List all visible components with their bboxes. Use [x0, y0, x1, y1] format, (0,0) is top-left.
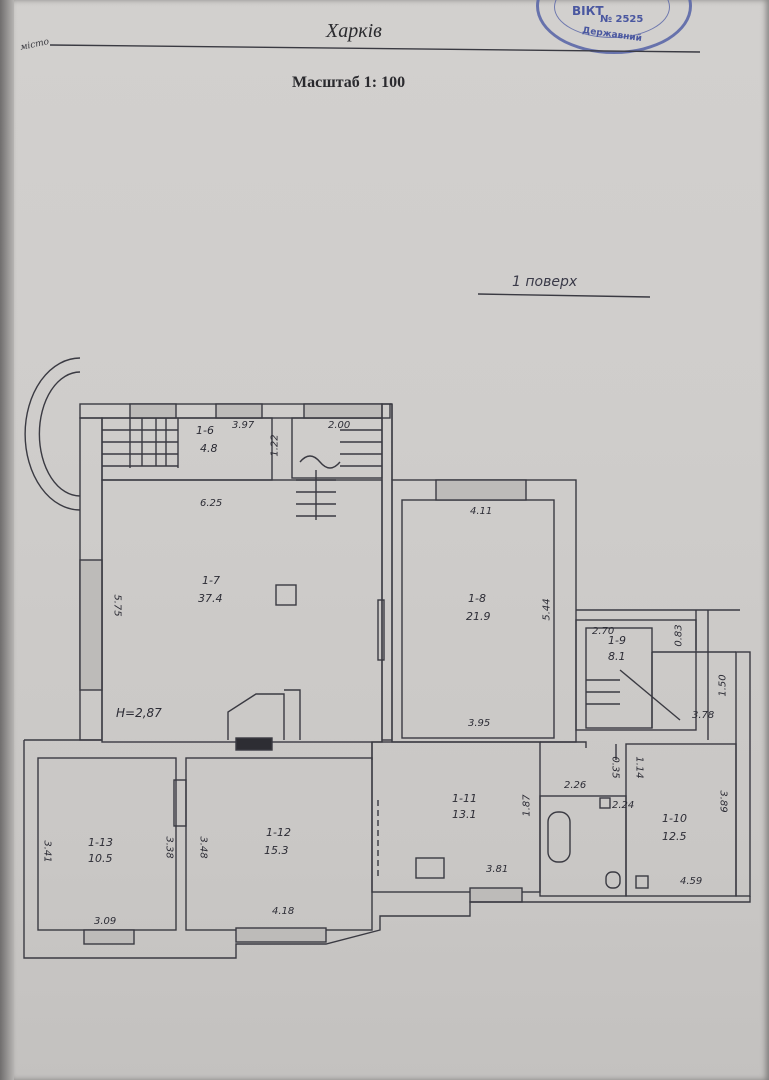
- toilet: [605, 871, 621, 889]
- room-1-11-area: 13.1: [452, 808, 477, 821]
- dim-5-75: 5.75: [111, 594, 123, 617]
- room-1-12-area: 15.3: [264, 844, 289, 857]
- dim-3-78: 3.78: [692, 710, 715, 721]
- dim-3-41: 3.41: [41, 840, 53, 863]
- room-1-12-id: 1-12: [266, 826, 291, 839]
- room-1-10-id: 1-10: [662, 812, 687, 825]
- scale-label: Масштаб 1: 100: [292, 74, 406, 91]
- dim-2-70: 2.70: [592, 626, 615, 637]
- dim-3-38: 3.38: [163, 836, 175, 859]
- stove: [415, 857, 445, 879]
- dim-4-59: 4.59: [680, 876, 703, 887]
- room-1-11-id: 1-11: [452, 792, 477, 805]
- floor-label: 1 поверх: [512, 274, 578, 290]
- city-name: Харків: [326, 20, 382, 42]
- fireplace: [235, 737, 273, 751]
- bay-outer: [24, 357, 81, 511]
- partition-7-8: [381, 403, 393, 741]
- ceiling-height: Н=2,87: [116, 706, 162, 720]
- bathtub: [547, 811, 571, 863]
- dim-3-95: 3.95: [468, 718, 491, 729]
- window-n3: [303, 403, 383, 419]
- dim-3-81: 3.81: [486, 864, 509, 875]
- window-1-13: [83, 929, 135, 945]
- dim-1-87: 1.87: [521, 794, 533, 817]
- south-wall: [23, 740, 751, 959]
- stamp-text-1: ВІКТ: [572, 4, 604, 18]
- dim-0-83: 0.83: [673, 624, 685, 647]
- window-n2: [215, 403, 263, 419]
- window-1-12: [235, 927, 327, 943]
- dim-2-26: 2.26: [564, 780, 587, 791]
- dim-4-11: 4.11: [470, 506, 493, 517]
- stamp-text-2: № 2525: [600, 14, 644, 25]
- room-1-9-id: 1-9: [608, 634, 626, 647]
- room-1-13-area: 10.5: [88, 852, 113, 865]
- room-1-9-box: [575, 619, 697, 731]
- room-1-8-id: 1-8: [468, 592, 486, 605]
- window-n1: [129, 403, 177, 419]
- room-1-13-id: 1-13: [88, 836, 113, 849]
- dim-1-50: 1.50: [717, 674, 729, 697]
- dim-2-24: 2.24: [612, 800, 635, 811]
- room-1-7-area: 37.4: [198, 592, 223, 605]
- room-1-10-area: 12.5: [662, 830, 687, 843]
- dim-2-00: 2.00: [328, 420, 351, 431]
- room-1-9-area: 8.1: [608, 650, 626, 663]
- dim-0-35: 0.35: [609, 756, 621, 779]
- dim-3-97: 3.97: [232, 420, 255, 431]
- bay-inner: [38, 371, 81, 497]
- dim-3-89: 3.89: [717, 790, 729, 813]
- page-edge: [0, 0, 14, 1080]
- floor-underline: [477, 293, 651, 298]
- room-1-7-id: 1-7: [202, 574, 220, 587]
- dim-1-14: 1.14: [633, 756, 645, 779]
- dim-3-09: 3.09: [94, 916, 117, 927]
- room-1-8-area: 21.9: [466, 610, 491, 623]
- window-w: [79, 559, 103, 691]
- column: [275, 584, 297, 606]
- dim-6-25: 6.25: [200, 498, 223, 509]
- room-1-6-area: 4.8: [200, 442, 218, 455]
- dim-4-18: 4.18: [272, 906, 295, 917]
- window-1-8: [435, 479, 527, 501]
- east-wall: [735, 651, 751, 897]
- room-1-6-id: 1-6: [196, 424, 214, 437]
- dim-5-44: 5.44: [541, 598, 553, 621]
- city-underline: [49, 44, 701, 53]
- dim-1-22: 1.22: [269, 434, 281, 457]
- dim-3-48: 3.48: [197, 836, 209, 859]
